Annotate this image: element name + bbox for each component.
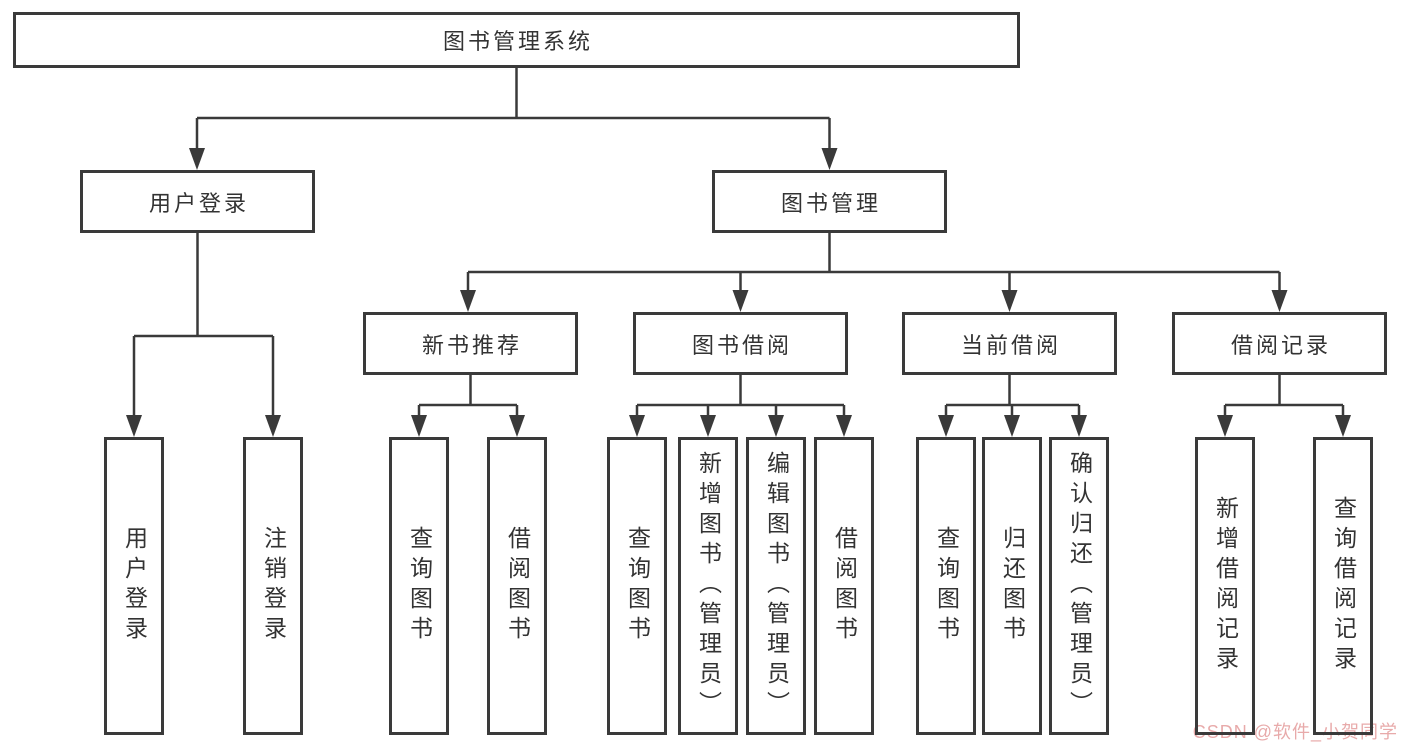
node-label: 查询借阅记录 [1330, 496, 1357, 676]
connector-user-login-split [126, 233, 281, 437]
node-label: 图书借阅 [691, 332, 792, 358]
leaf-user-login: 用户登录 [104, 437, 164, 735]
leaf-borrow-books-recommend: 借阅图书 [487, 437, 547, 735]
arrowhead-icon [768, 415, 784, 437]
connector-book-management-split [460, 233, 1288, 312]
arrowhead-icon [1217, 415, 1233, 437]
arrowhead-icon [189, 148, 205, 170]
arrowhead-icon [732, 290, 749, 312]
leaf-add-borrow-record: 新增借阅记录 [1195, 437, 1255, 735]
leaf-query-borrow-record: 查询借阅记录 [1313, 437, 1373, 735]
arrowhead-icon [700, 415, 716, 437]
node-borrow-records: 借阅记录 [1172, 312, 1387, 375]
node-label: 注销登录 [260, 526, 287, 646]
leaf-query-books-borrow: 查询图书 [607, 437, 667, 735]
arrowhead-icon [460, 290, 476, 312]
node-label: 用户登录 [148, 190, 249, 216]
node-label: 归还图书 [999, 526, 1026, 646]
connector-book-borrow-split [629, 375, 852, 437]
arrowhead-icon [836, 415, 852, 437]
node-label: 图书管理系统 [442, 29, 593, 54]
leaf-query-books-current: 查询图书 [916, 437, 976, 735]
connector-root-split [189, 68, 838, 170]
node-label: 用户登录 [121, 526, 148, 646]
node-label: 确认归还（管理员） [1066, 451, 1093, 721]
arrowhead-icon [1001, 290, 1018, 312]
watermark: CSDN @软件_小贺同学 [1192, 722, 1398, 742]
node-library-management-system: 图书管理系统 [13, 12, 1020, 68]
arrowhead-icon [411, 415, 427, 437]
leaf-edit-books-admin: 编辑图书（管理员） [746, 437, 806, 735]
connector-new-book-recommend-split [411, 375, 525, 437]
arrowhead-icon [1071, 415, 1087, 437]
node-label: 新书推荐 [421, 332, 522, 358]
arrowhead-icon [126, 415, 142, 437]
node-label: 查询图书 [624, 526, 651, 646]
arrowhead-icon [265, 415, 281, 437]
leaf-confirm-return-admin: 确认归还（管理员） [1049, 437, 1109, 735]
leaf-add-books-admin: 新增图书（管理员） [678, 437, 738, 735]
leaf-query-books-recommend: 查询图书 [389, 437, 449, 735]
node-book-management-branch: 图书管理 [712, 170, 947, 233]
node-current-borrow: 当前借阅 [902, 312, 1117, 375]
arrowhead-icon [629, 415, 645, 437]
node-label: 新增图书（管理员） [695, 451, 722, 721]
connector-borrow-records-split [1217, 375, 1351, 437]
node-label: 借阅记录 [1230, 332, 1331, 358]
leaf-borrow-books: 借阅图书 [814, 437, 874, 735]
node-label: 查询图书 [406, 526, 433, 646]
arrowhead-icon [938, 415, 954, 437]
node-user-login-branch: 用户登录 [80, 170, 315, 233]
arrowhead-icon [509, 415, 525, 437]
connector-current-borrow-split [938, 375, 1087, 437]
arrowhead-icon [821, 148, 838, 170]
node-label: 借阅图书 [831, 526, 858, 646]
node-label: 编辑图书（管理员） [763, 451, 790, 721]
node-label: 当前借阅 [960, 332, 1061, 358]
node-new-book-recommend: 新书推荐 [363, 312, 578, 375]
arrowhead-icon [1335, 415, 1351, 437]
leaf-logout: 注销登录 [243, 437, 303, 735]
node-label: 图书管理 [780, 190, 881, 216]
leaf-return-books: 归还图书 [982, 437, 1042, 735]
node-label: 新增借阅记录 [1212, 496, 1239, 676]
node-label: 查询图书 [933, 526, 960, 646]
arrowhead-icon [1004, 415, 1020, 437]
arrowhead-icon [1271, 290, 1288, 312]
node-book-borrow: 图书借阅 [633, 312, 848, 375]
node-label: 借阅图书 [504, 526, 531, 646]
